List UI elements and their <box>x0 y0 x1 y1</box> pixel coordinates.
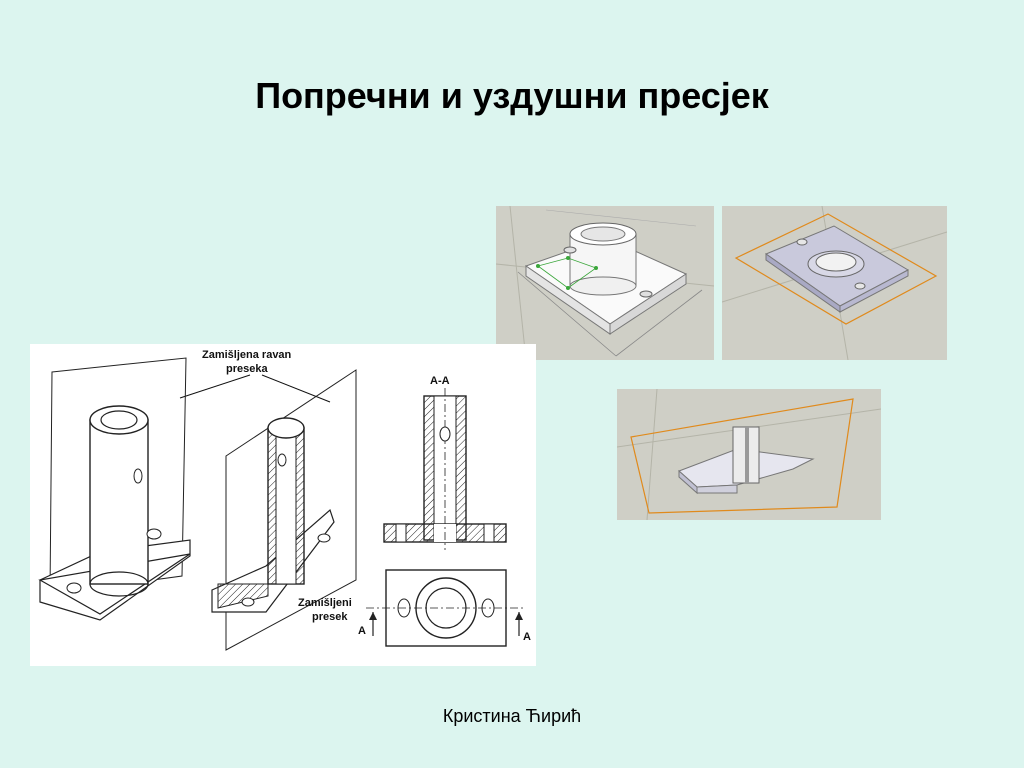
render-image-2 <box>722 206 947 360</box>
author-footer: Кристина Ћирић <box>442 706 582 726</box>
plane-label-line1: Zamišljena ravan <box>202 349 292 361</box>
label-aa: A-A <box>430 375 450 387</box>
section-label-line1: Zamišljeni <box>298 597 352 609</box>
plane-label: Zamišljena ravan preseka <box>202 349 292 375</box>
label-a-right: A <box>523 631 531 643</box>
slide-title: Попречни и уздушни пресјек <box>255 75 769 116</box>
section-label: Zamišljeni presek <box>298 597 352 623</box>
render-image-3 <box>617 389 881 520</box>
plane-label-line2: preseka <box>226 363 268 375</box>
technical-drawing: Zamišljena ravan preseka Zamišljeni pres… <box>30 344 536 666</box>
label-a-left: A <box>358 625 366 637</box>
section-label-line2: presek <box>312 611 348 623</box>
render-image-1 <box>496 206 714 360</box>
